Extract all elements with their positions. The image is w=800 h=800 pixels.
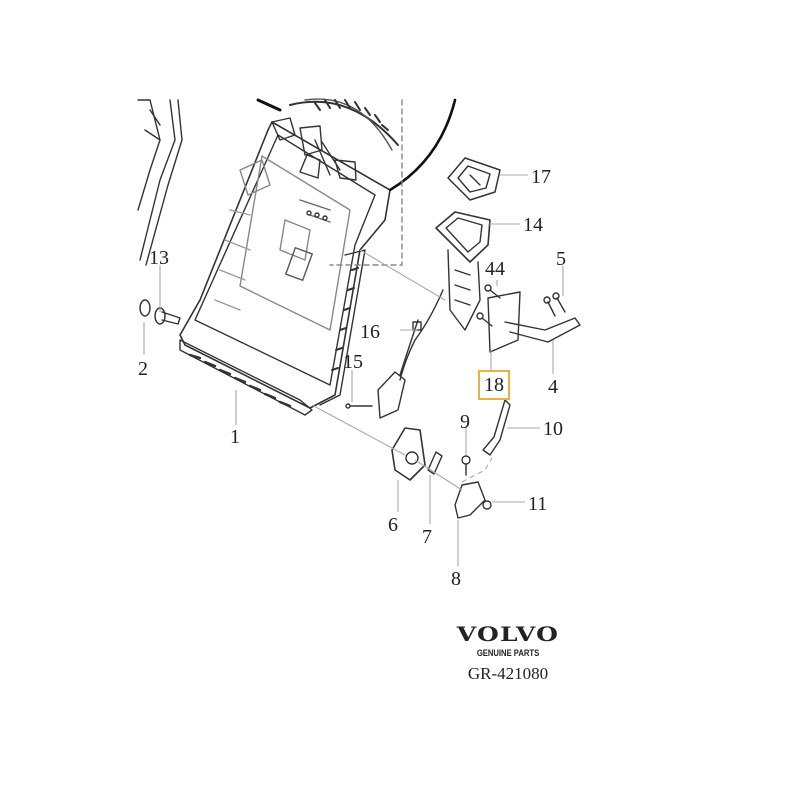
callout-5: 5	[556, 248, 566, 270]
callout-1: 1	[230, 426, 240, 448]
part-13-pin	[154, 307, 181, 325]
part-11-nut	[482, 500, 492, 510]
callout-2: 2	[138, 358, 148, 380]
part-10-bracket	[482, 399, 511, 456]
callout-10: 10	[543, 418, 563, 440]
callout-9: 9	[460, 411, 470, 433]
callout-11: 11	[528, 493, 548, 515]
part-9-bolt	[461, 455, 471, 476]
brand-block: VOLVO GENUINE PARTS GR-421080	[440, 622, 576, 684]
bolts-44-5	[476, 284, 566, 327]
callout-7: 7	[422, 526, 432, 548]
callout-14: 14	[523, 214, 543, 236]
part-14-handle	[399, 211, 491, 381]
dashed-guide	[329, 99, 403, 266]
callout-15: 15	[343, 351, 363, 373]
adjacent-seat-rail	[137, 99, 183, 266]
callout-8: 8	[451, 568, 461, 590]
brand-logo: VOLVO	[456, 622, 560, 646]
part-17-cover	[447, 157, 501, 201]
callout-44: 44	[485, 258, 505, 280]
callout-6: 6	[388, 514, 398, 536]
callout-18-highlighted[interactable]: 18	[478, 370, 510, 400]
part-18-plate	[487, 291, 581, 353]
leader-lines	[143, 174, 564, 566]
brand-tagline: GENUINE PARTS	[476, 648, 540, 658]
part-2-washer	[139, 299, 151, 317]
backrest-frame	[179, 117, 391, 416]
callout-16: 16	[360, 321, 380, 343]
callout-13: 13	[149, 247, 169, 269]
part-6-recliner	[391, 427, 426, 481]
headrest-arc	[256, 98, 399, 151]
cable-assembly	[345, 319, 422, 419]
diagram-code: GR-421080	[467, 664, 549, 683]
callout-17: 17	[531, 166, 551, 188]
callout-4: 4	[548, 376, 558, 398]
detail-arc	[388, 98, 457, 192]
part-8-bracket	[454, 481, 486, 519]
part-7-clip	[427, 451, 443, 475]
